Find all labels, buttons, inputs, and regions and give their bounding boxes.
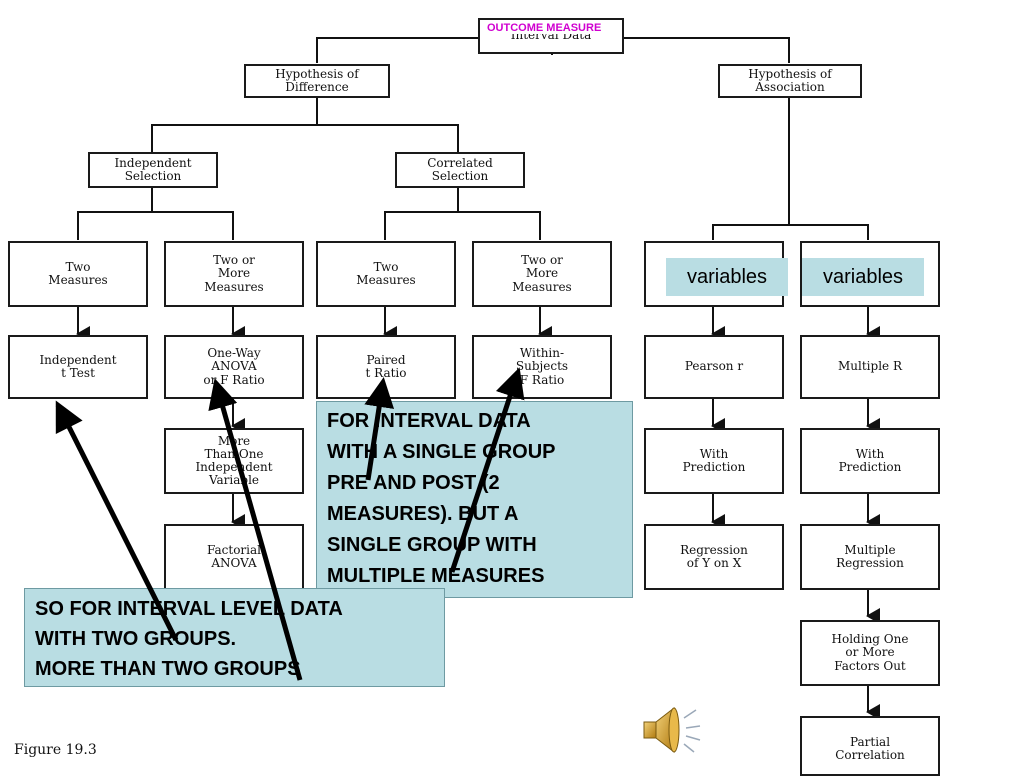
node-with-prediction-1: With Prediction	[644, 428, 784, 494]
outcome-measure-label: OUTCOME MEASURE	[487, 22, 602, 34]
node-more-than-one-iv: More Than One Independent Variable	[164, 428, 304, 494]
node-within-subjects: Within- Subjects F Ratio	[472, 335, 612, 399]
node-independent-t-test: Independent t Test	[8, 335, 148, 399]
node-multiple-regression: Multiple Regression	[800, 524, 940, 590]
callout-single-group: FOR INTERVAL DATA WITH A SINGLE GROUP PR…	[316, 401, 633, 598]
node-partial-correlation: Partial Correlation	[800, 716, 940, 776]
node-one-way-anova: One-Way ANOVA or F Ratio	[164, 335, 304, 399]
node-paired-t-ratio: Paired t Ratio	[316, 335, 456, 399]
node-ind-two-measures: Two Measures	[8, 241, 148, 307]
node-cor-two-or-more: Two or More Measures	[472, 241, 612, 307]
node-multiple-r: Multiple R	[800, 335, 940, 399]
node-cor-two-measures: Two Measures	[316, 241, 456, 307]
speaker-icon[interactable]	[640, 702, 704, 762]
callout-two-groups: SO FOR INTERVAL LEVEL DATA WITH TWO GROU…	[24, 588, 445, 687]
node-hypothesis-difference: Hypothesis of Difference	[244, 64, 390, 98]
figure-caption: Figure 19.3	[14, 742, 97, 758]
node-with-prediction-2: With Prediction	[800, 428, 940, 494]
node-factorial-anova: Factorial ANOVA	[164, 524, 304, 590]
node-correlated-selection: Correlated Selection	[395, 152, 525, 188]
node-holding-factors-out: Holding One or More Factors Out	[800, 620, 940, 686]
node-ind-two-or-more: Two or More Measures	[164, 241, 304, 307]
node-independent-selection: Independent Selection	[88, 152, 218, 188]
variables-tag-right: variables	[802, 258, 924, 296]
variables-tag-left: variables	[666, 258, 788, 296]
node-hypothesis-association: Hypothesis of Association	[718, 64, 862, 98]
node-pearson-r: Pearson r	[644, 335, 784, 399]
node-regression-y-on-x: Regression of Y on X	[644, 524, 784, 590]
